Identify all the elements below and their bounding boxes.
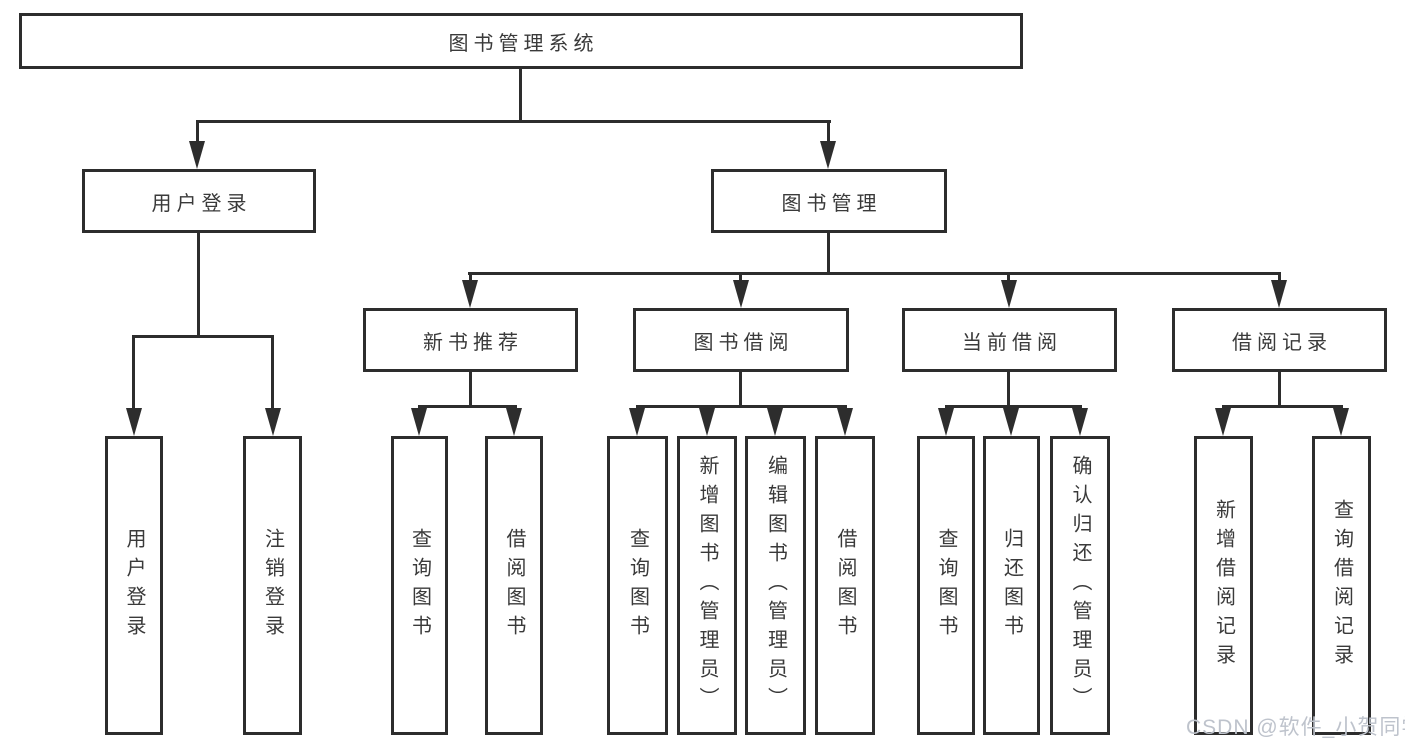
node-query-borrow-record: 查询借阅记录	[1312, 436, 1371, 735]
connector-line	[132, 335, 274, 338]
node-borrow-books-leaf: 借阅图书	[815, 436, 875, 735]
node-current-borrow: 当前借阅	[902, 308, 1117, 372]
arrow-down-icon	[629, 408, 645, 436]
connector-line	[468, 272, 1281, 275]
arrow-down-icon	[506, 408, 522, 436]
node-label: 图书管理	[781, 192, 882, 215]
arrow-down-icon	[411, 408, 427, 436]
node-label: 查询图书	[935, 527, 957, 644]
node-query-books-borrow: 查询图书	[607, 436, 668, 735]
node-borrow-records: 借阅记录	[1172, 308, 1387, 372]
connector-line	[739, 372, 742, 408]
arrow-down-icon	[1271, 280, 1287, 308]
connector-line	[519, 69, 522, 123]
node-query-books-recommend: 查询图书	[391, 436, 448, 735]
node-book-borrow: 图书借阅	[633, 308, 849, 372]
csdn-watermark: CSDN @软件_小贺同学	[1186, 716, 1405, 739]
connector-line	[196, 120, 199, 146]
node-edit-books-admin: 编辑图书（管理员）	[745, 436, 806, 735]
node-label: 编辑图书（管理员）	[764, 455, 787, 716]
node-label: 用户登录	[151, 192, 252, 215]
connector-line	[636, 405, 847, 408]
arrow-down-icon	[462, 280, 478, 308]
node-label: 借阅图书	[834, 527, 856, 644]
node-confirm-return-admin: 确认归还（管理员）	[1050, 436, 1110, 735]
arrow-down-icon	[767, 408, 783, 436]
node-book-management: 图书管理	[711, 169, 947, 233]
connector-line	[1278, 272, 1281, 284]
node-user-login: 用户登录	[82, 169, 316, 233]
node-system-root: 图书管理系统	[19, 13, 1023, 69]
connector-line	[271, 335, 274, 413]
node-logout-leaf: 注销登录	[243, 436, 302, 735]
node-label: 新书推荐	[423, 331, 523, 354]
arrow-down-icon	[1333, 408, 1349, 436]
node-label: 新增借阅记录	[1212, 498, 1235, 673]
node-label: 图书借阅	[693, 331, 794, 354]
arrow-down-icon	[1001, 280, 1017, 308]
connector-line	[196, 120, 831, 123]
node-label: 查询图书	[408, 527, 431, 644]
node-label: 注销登录	[261, 527, 284, 644]
connector-line	[469, 272, 472, 284]
connector-line	[469, 372, 472, 408]
arrow-down-icon	[1003, 408, 1019, 436]
node-label: 查询图书	[626, 527, 649, 644]
node-add-books-admin: 新增图书（管理员）	[677, 436, 737, 735]
node-new-book-recommend: 新书推荐	[363, 308, 578, 372]
arrow-down-icon	[938, 408, 954, 436]
connector-line	[945, 405, 1082, 408]
connector-line	[132, 335, 135, 413]
node-label: 确认归还（管理员）	[1069, 455, 1091, 716]
node-add-borrow-record: 新增借阅记录	[1194, 436, 1253, 735]
node-label: 用户登录	[123, 527, 145, 644]
connector-line	[827, 120, 830, 146]
connector-line	[1222, 405, 1343, 408]
arrow-down-icon	[1215, 408, 1231, 436]
arrow-down-icon	[837, 408, 853, 436]
connector-line	[1278, 372, 1281, 408]
node-return-books: 归还图书	[983, 436, 1040, 735]
connector-line	[1007, 272, 1010, 284]
connector-line	[827, 233, 830, 275]
arrow-down-icon	[1072, 408, 1088, 436]
node-label: 借阅图书	[503, 527, 525, 644]
connector-line	[197, 233, 200, 338]
connector-line	[739, 272, 742, 284]
node-label: 查询借阅记录	[1330, 498, 1353, 673]
connector-line	[418, 405, 517, 408]
arrow-down-icon	[699, 408, 715, 436]
node-label: 归还图书	[1000, 527, 1023, 644]
connector-line	[1007, 372, 1010, 408]
arrow-down-icon	[189, 141, 205, 169]
node-label: 图书管理系统	[448, 32, 599, 55]
arrow-down-icon	[820, 141, 836, 169]
arrow-down-icon	[733, 280, 749, 308]
arrow-down-icon	[126, 408, 142, 436]
node-user-login-leaf: 用户登录	[105, 436, 163, 735]
node-label: 当前借阅	[962, 331, 1062, 354]
node-borrow-books-recommend: 借阅图书	[485, 436, 543, 735]
node-label: 借阅记录	[1232, 331, 1332, 354]
node-label: 新增图书（管理员）	[696, 455, 718, 716]
node-query-books-current: 查询图书	[917, 436, 975, 735]
arrow-down-icon	[265, 408, 281, 436]
